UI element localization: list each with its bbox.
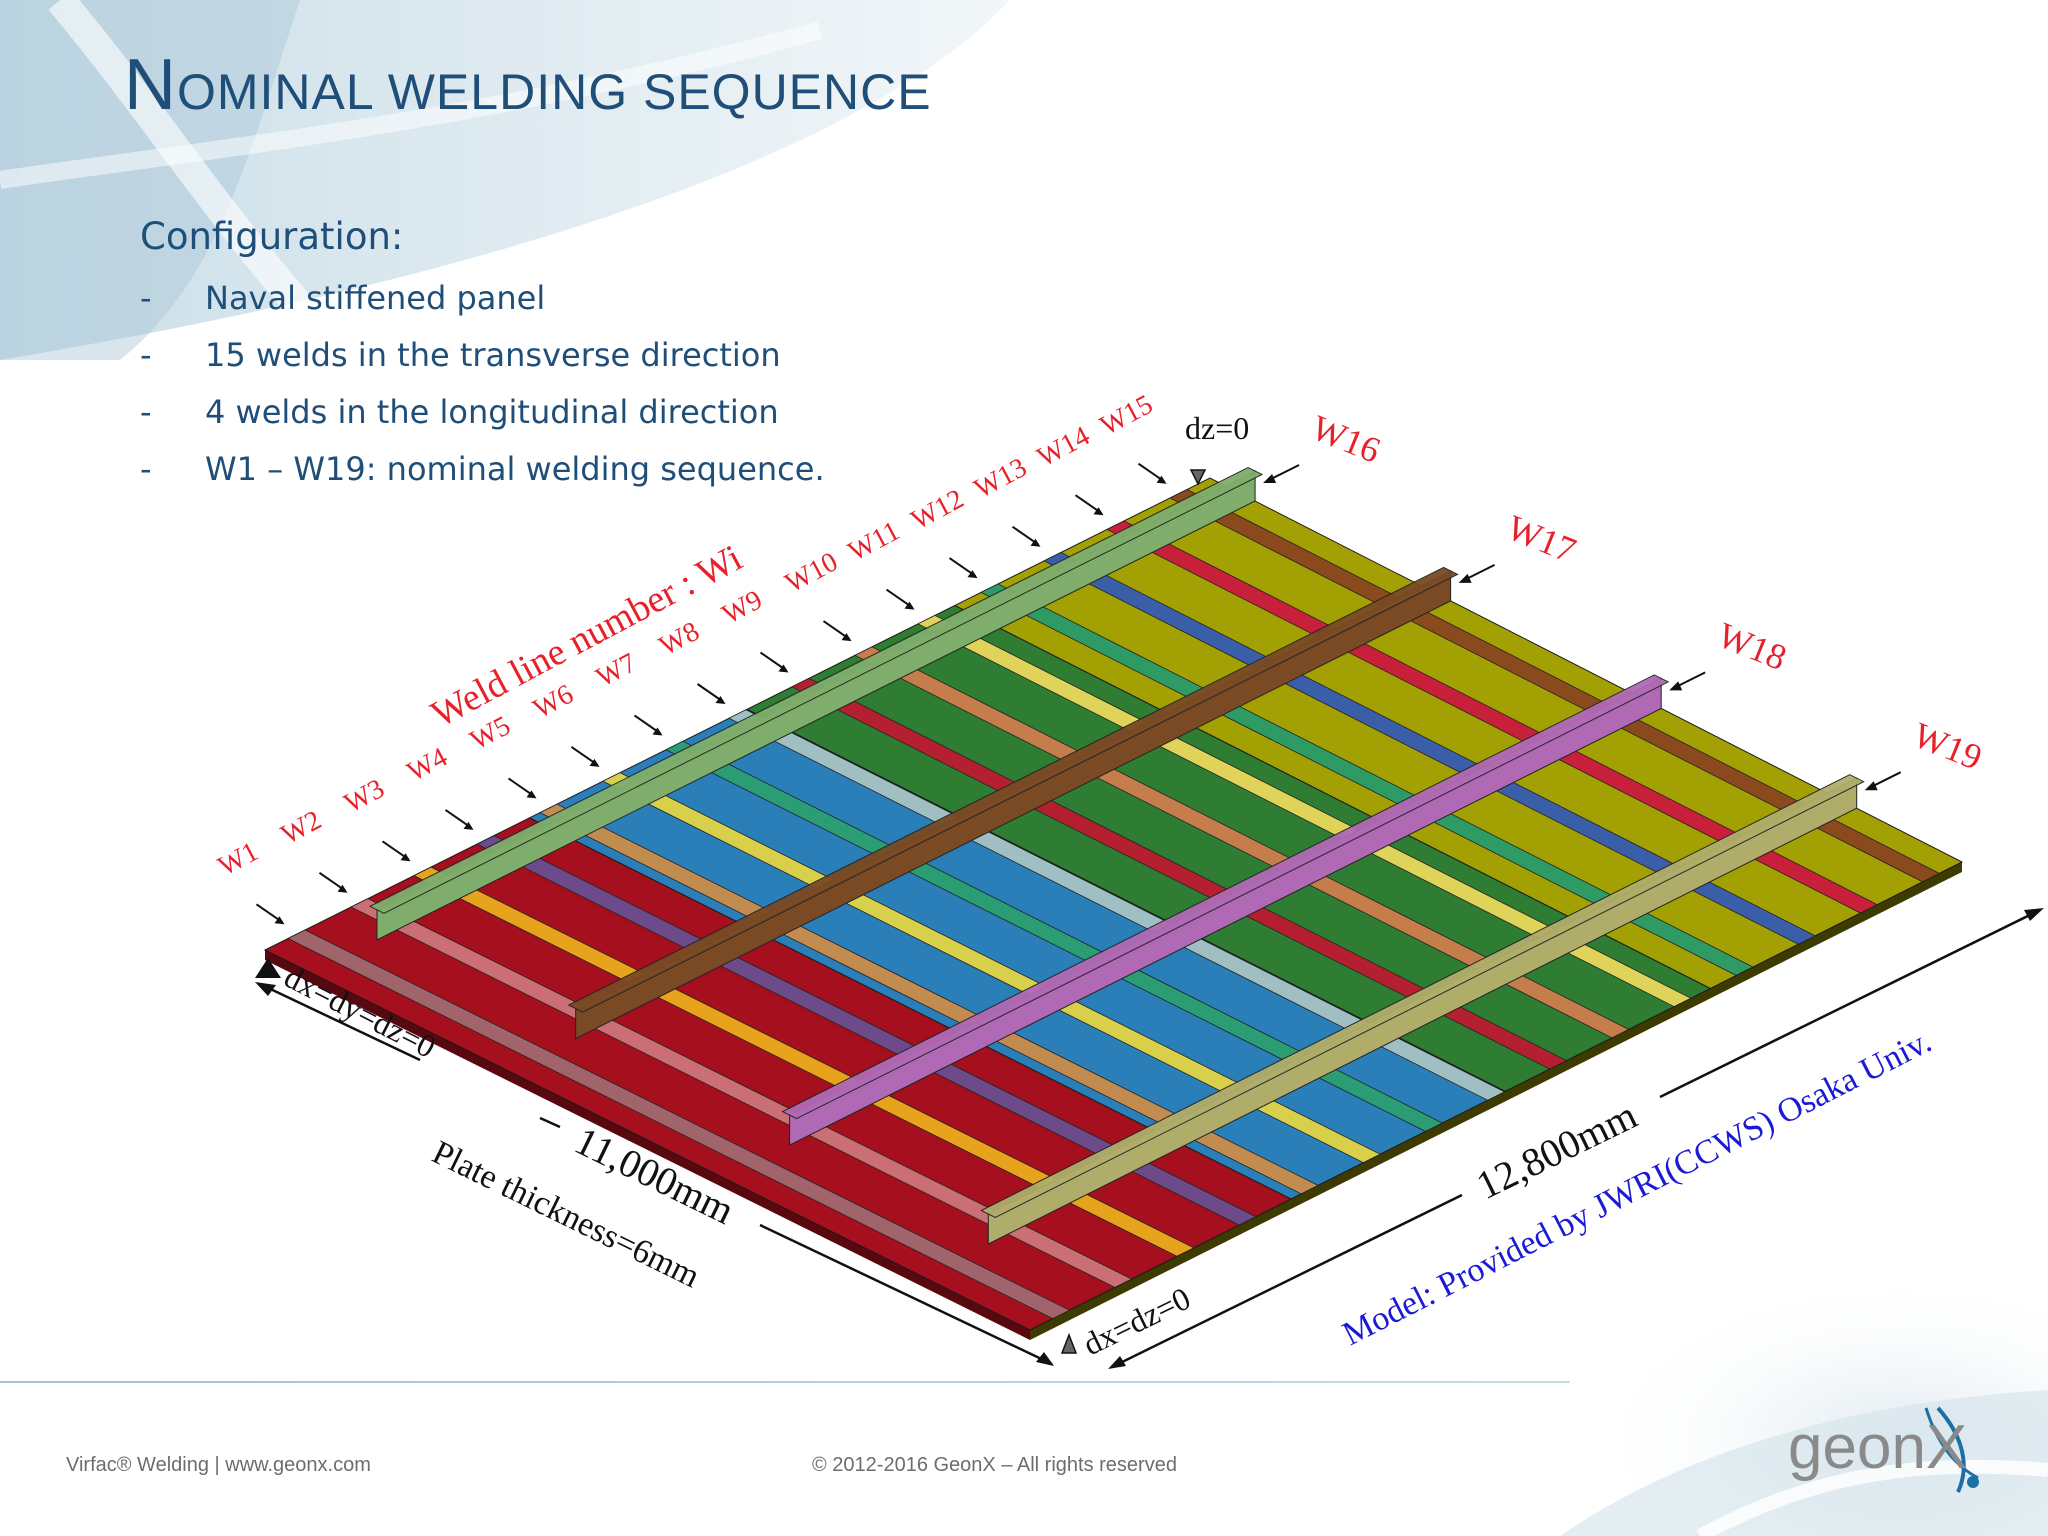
weld-label: W3 — [339, 773, 389, 819]
arrow-head-icon — [463, 821, 474, 830]
arrow-head-icon — [1093, 507, 1104, 516]
arrow-head-icon — [255, 982, 276, 996]
weld-strip — [413, 866, 1195, 1257]
arrow-head-icon — [841, 633, 852, 642]
arrow-head-icon — [1036, 1352, 1054, 1366]
arrow-head-icon — [1263, 474, 1277, 483]
arrow-head-icon — [778, 664, 789, 673]
weld-label: W13 — [969, 452, 1032, 505]
list-item-text: Naval stiffened panel — [205, 279, 546, 317]
weld-label: W15 — [1095, 389, 1158, 442]
weld-strip — [980, 583, 1754, 976]
arrow-head-icon — [715, 696, 726, 704]
dimension-line-long — [1111, 908, 2041, 1369]
stiffener-flange — [980, 774, 1865, 1219]
arrow-head-icon — [652, 727, 663, 736]
weld-label: W18 — [1712, 615, 1792, 678]
bullet-marker: - — [140, 393, 152, 431]
weld-label: W14 — [1032, 420, 1095, 473]
weld-strip — [1106, 520, 1879, 914]
weld-label: W1 — [213, 836, 263, 882]
list-item-text: W1 – W19: nominal welding sequence. — [205, 450, 825, 488]
weld-strip — [539, 803, 1319, 1195]
weld-strip — [665, 740, 1444, 1132]
weld-label: W12 — [906, 483, 969, 536]
support-icon — [1060, 1332, 1078, 1354]
logo-wordmark: geonX — [1788, 1413, 1967, 1482]
stiffener-layer — [368, 466, 1865, 1245]
weld-label: W11 — [843, 515, 905, 567]
arrow-head-icon — [274, 916, 285, 925]
weld-label: W17 — [1502, 507, 1582, 570]
bullet-marker: - — [140, 279, 152, 317]
bc-label-top: dz=0 — [1185, 410, 1249, 446]
stiffener-flange — [368, 466, 1264, 914]
weld-label: W16 — [1306, 407, 1386, 470]
weld-label: W7 — [591, 647, 641, 693]
slide-title: Nominal welding sequence — [124, 45, 932, 125]
list-item: - Naval stiffened panel — [140, 278, 825, 335]
arrow-head-icon — [1669, 681, 1683, 691]
arrow-head-icon — [967, 570, 978, 579]
list-item: - 4 welds in the longitudinal direction — [140, 392, 825, 449]
configuration-heading: Configuration: — [140, 215, 404, 258]
weld-label: W9 — [717, 584, 767, 630]
weld-strip — [1043, 551, 1816, 945]
weld-strip — [350, 898, 1133, 1288]
dimension-line-short — [261, 983, 1053, 1366]
list-item: - W1 – W19: nominal welding sequence. — [140, 449, 825, 506]
weld-label: W10 — [780, 546, 843, 599]
bullet-marker: - — [140, 450, 152, 488]
weld-label: W19 — [1908, 715, 1988, 778]
support-icon — [1189, 469, 1207, 486]
stiffener-flange — [567, 566, 1459, 1013]
weld-label: W2 — [276, 805, 326, 851]
arrow-head-icon — [1458, 573, 1472, 583]
arrow-head-icon — [1156, 475, 1167, 484]
bullet-marker: - — [140, 336, 152, 374]
arrow-head-icon — [1108, 1356, 1126, 1369]
weld-strip — [854, 646, 1630, 1039]
fixed-support-icon — [255, 958, 281, 978]
list-item-text: 4 welds in the longitudinal direction — [205, 393, 779, 431]
arrow-head-icon — [337, 884, 348, 893]
arrow-head-icon — [400, 853, 411, 862]
weld-label: W4 — [402, 742, 452, 788]
arrow-head-icon — [1864, 781, 1878, 791]
weld-strip — [476, 835, 1257, 1226]
stiffener-flange — [781, 674, 1670, 1120]
configuration-section: Configuration: - Naval stiffened panel - 1… — [140, 215, 825, 506]
list-item-text: 15 welds in the transverse direction — [205, 336, 781, 374]
arrow-head-icon — [2024, 908, 2044, 921]
footer-left-text: Virfac® Welding | www.geonx.com — [66, 1454, 371, 1476]
geonx-logo: geonX — [1788, 1406, 1979, 1493]
weld-label: W8 — [654, 616, 704, 662]
footer-copyright: © 2012-2016 GeonX – All rights reserved — [812, 1454, 1177, 1476]
weld-strip — [602, 772, 1381, 1164]
list-item: - 15 welds in the transverse direction — [140, 335, 825, 392]
weld-strip — [1169, 489, 1941, 883]
weld-strip — [287, 929, 1071, 1320]
weld-strip — [791, 677, 1568, 1070]
plate-edge — [1030, 862, 1962, 1340]
plate-edge — [265, 950, 1030, 1340]
weld-strip — [728, 709, 1506, 1101]
arrow-head-icon — [526, 790, 537, 799]
weld-strip — [917, 614, 1692, 1008]
arrow-head-icon — [589, 758, 600, 767]
arrow-head-icon — [904, 601, 915, 610]
footer-divider — [0, 1381, 1570, 1383]
configuration-list: - Naval stiffened panel - 15 welds in the … — [140, 278, 825, 506]
arrow-head-icon — [1030, 538, 1041, 547]
